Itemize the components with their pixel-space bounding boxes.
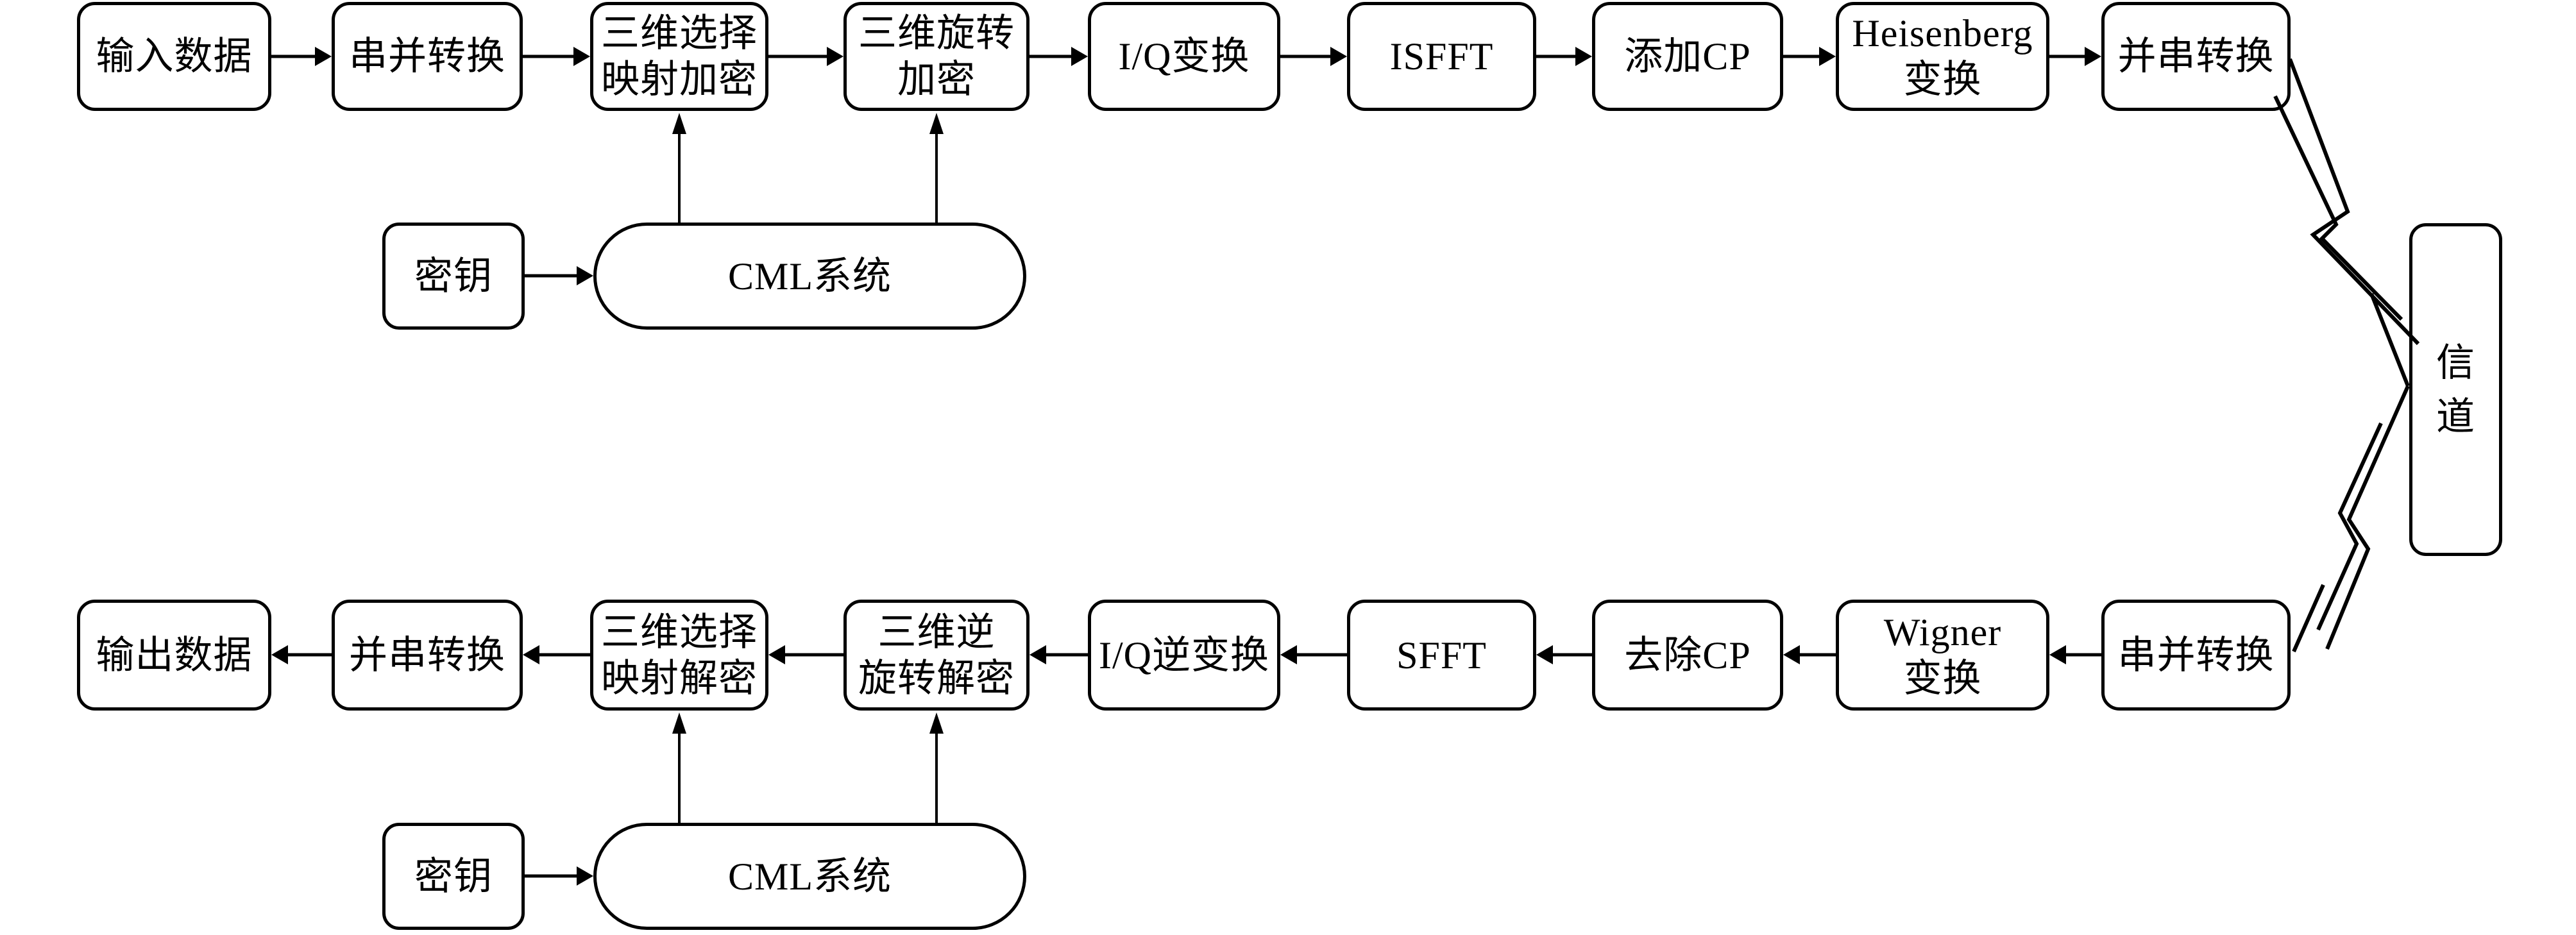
block-input-data: 输入数据 — [77, 2, 271, 111]
block-label: Heisenberg 变换 — [1852, 12, 2033, 101]
block-label: 三维选择 映射解密 — [601, 611, 758, 700]
block-isfft: ISFFT — [1347, 2, 1536, 111]
key-to-cml-arrow-rx — [525, 866, 593, 886]
block-label: 输出数据 — [96, 634, 253, 677]
block-label: 添加CP — [1624, 35, 1751, 78]
block-label: 去除CP — [1624, 634, 1751, 677]
cml-to-encrypt-arrows — [672, 113, 944, 223]
block-label: 并串转换 — [2117, 35, 2275, 78]
block-wigner-transform: Wigner 变换 — [1836, 600, 2049, 711]
block-label: 密钥 — [414, 855, 493, 898]
block-3d-slm-decryption: 三维选择 映射解密 — [590, 600, 768, 711]
block-label: Wigner 变换 — [1883, 611, 2002, 700]
block-label: 密钥 — [414, 255, 493, 298]
block-3d-rotation-encryption: 三维旋转 加密 — [843, 2, 1030, 111]
block-add-cp: 添加CP — [1592, 2, 1783, 111]
cml-to-decrypt-arrows — [672, 712, 944, 823]
block-cml-system-tx: CML系统 — [593, 223, 1026, 330]
block-label: CML系统 — [727, 255, 892, 298]
block-label: I/Q变换 — [1118, 35, 1250, 78]
lightning-bolt-channel-to-rx-icon — [2292, 292, 2410, 653]
block-iq-inverse-transform: I/Q逆变换 — [1088, 600, 1280, 711]
block-label: 串并转换 — [349, 35, 505, 78]
block-key-tx: 密钥 — [382, 223, 525, 330]
block-label: 三维旋转 加密 — [858, 12, 1015, 101]
block-output-data: 输出数据 — [77, 600, 271, 711]
block-label: 输入数据 — [96, 35, 253, 78]
key-to-cml-arrow-tx — [525, 266, 593, 285]
block-label: 三维逆 旋转解密 — [858, 611, 1015, 700]
block-label: 串并转换 — [2117, 634, 2275, 677]
block-label: 并串转换 — [349, 634, 505, 677]
block-iq-transform: I/Q变换 — [1088, 2, 1280, 111]
block-channel: 信 道 — [2409, 223, 2502, 556]
block-serial-to-parallel-tx: 串并转换 — [332, 2, 523, 111]
block-label: CML系统 — [727, 855, 892, 898]
block-3d-slm-encryption: 三维选择 映射加密 — [590, 2, 768, 111]
block-cml-system-rx: CML系统 — [593, 823, 1026, 930]
block-label: 信 道 — [2436, 341, 2475, 438]
block-remove-cp: 去除CP — [1592, 600, 1783, 711]
block-label: 三维选择 映射加密 — [601, 12, 758, 101]
block-heisenberg-transform: Heisenberg 变换 — [1836, 2, 2049, 111]
block-label: ISFFT — [1389, 35, 1494, 78]
block-sfft: SFFT — [1347, 600, 1536, 711]
block-label: SFFT — [1396, 634, 1487, 677]
block-parallel-to-serial-rx: 并串转换 — [332, 600, 523, 711]
block-serial-to-parallel-rx: 串并转换 — [2101, 600, 2291, 711]
block-3d-inverse-rotation-decryption: 三维逆 旋转解密 — [843, 600, 1030, 711]
block-key-rx: 密钥 — [382, 823, 525, 930]
block-label: I/Q逆变换 — [1099, 634, 1269, 677]
lightning-bolt-tx-to-channel-icon — [2273, 58, 2420, 346]
block-parallel-to-serial-tx: 并串转换 — [2101, 2, 2291, 111]
